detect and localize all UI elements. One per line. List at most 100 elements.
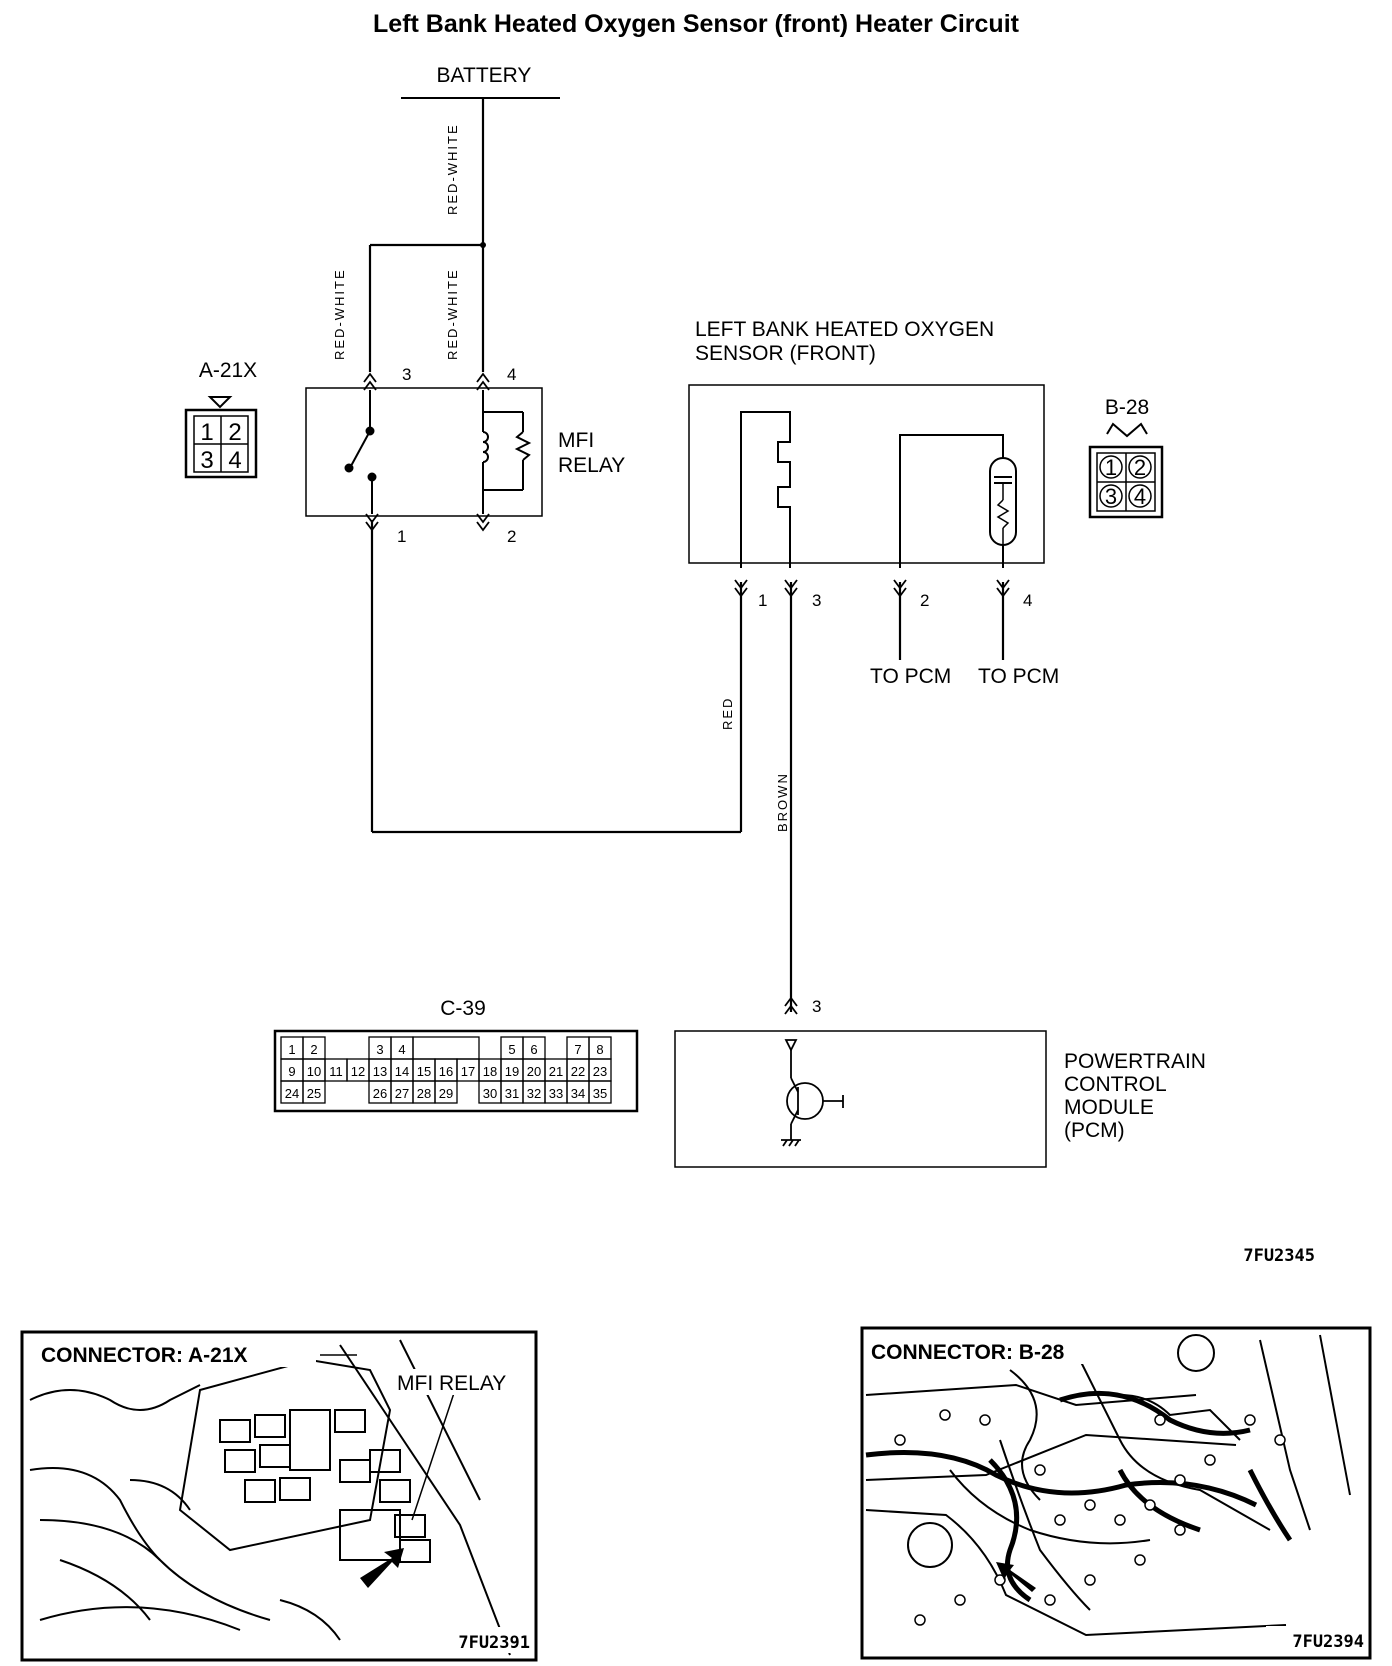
connector-key-icon — [207, 396, 233, 409]
relay-terminal-marks — [363, 372, 490, 532]
relay-switch — [344, 390, 377, 514]
junction-dot — [480, 242, 486, 248]
photo-right-title: CONNECTOR: B-28 — [871, 1341, 1065, 1364]
to-pcm-label: TO PCM — [978, 665, 1059, 688]
pcm-cell: 16 — [439, 1064, 453, 1079]
relay-name-line2: RELAY — [558, 454, 625, 477]
arrow-icon — [360, 1548, 404, 1588]
pcm-box — [674, 1030, 1047, 1168]
pcm-connector-gap — [412, 1036, 480, 1060]
pcm-name-line4: (PCM) — [1064, 1119, 1125, 1142]
pcm-cell-frame — [302, 1080, 326, 1104]
relay-box — [305, 387, 543, 517]
wire-label-relay-pin3: RED-WHITE — [332, 268, 347, 360]
sensor-pin-2: 2 — [920, 591, 929, 610]
pcm-cell: 31 — [505, 1086, 519, 1101]
pcm-connector-id: C-39 — [440, 997, 486, 1020]
sensor-pin-1: 1 — [758, 591, 767, 610]
pcm-cell: 15 — [417, 1064, 431, 1079]
pcm-cell: 7 — [574, 1042, 581, 1057]
photo-right-code: 7FU2394 — [1292, 1632, 1364, 1652]
wire-label-sensor-pin3: BROWN — [775, 772, 790, 832]
pcm-cell: 18 — [483, 1064, 497, 1079]
transistor-icon — [781, 1039, 844, 1147]
sensor-pin-4: 4 — [1023, 591, 1032, 610]
relay-pin-2: 2 — [507, 527, 516, 546]
wire-label-sensor-pin1: RED — [720, 697, 735, 730]
pcm-name-line3: MODULE — [1064, 1096, 1154, 1119]
pcm-cell: 13 — [373, 1064, 387, 1079]
pcm-pin-3: 3 — [812, 997, 821, 1016]
pcm-cell: 22 — [571, 1064, 585, 1079]
pcm-cell: 4 — [398, 1042, 405, 1057]
page-title: Left Bank Heated Oxygen Sensor (front) H… — [373, 10, 1020, 38]
pcm-cell: 24 — [285, 1086, 299, 1101]
connector-key-icon — [1106, 422, 1148, 438]
to-pcm-label: TO PCM — [870, 665, 951, 688]
pcm-cell: 11 — [329, 1064, 343, 1079]
relay-cell: 1 — [200, 419, 213, 446]
pcm-cell: 25 — [307, 1086, 321, 1101]
arrow-icon — [996, 1562, 1036, 1592]
sensor-pin-3: 3 — [812, 591, 821, 610]
pcm-cell: 20 — [527, 1064, 541, 1079]
diagram-code: 7FU2345 — [1243, 1246, 1315, 1266]
relay-cell: 3 — [200, 447, 213, 474]
sensor-name-line1: LEFT BANK HEATED OXYGEN — [695, 318, 994, 341]
connector-photo-b28: CONNECTOR: B-28 7FU2394 — [860, 1326, 1372, 1660]
sensor-connector-id: B-28 — [1105, 396, 1149, 419]
sensor-cell: 2 — [1134, 455, 1146, 480]
pcm-cell: 17 — [461, 1064, 475, 1079]
pcm-name-line1: POWERTRAIN — [1064, 1050, 1206, 1073]
pcm-cell: 9 — [288, 1064, 295, 1079]
pcm-cell-frame — [588, 1080, 612, 1104]
pcm-cell: 30 — [483, 1086, 497, 1101]
pcm-cell: 2 — [310, 1042, 317, 1057]
pcm-cell: 29 — [439, 1086, 453, 1101]
pcm-cell: 33 — [549, 1086, 563, 1101]
pcm-terminal-mark — [784, 996, 798, 1015]
sensor-cell: 4 — [1134, 484, 1146, 509]
sensor-element-icon — [989, 457, 1017, 546]
relay-connector-face: 1 2 3 4 — [184, 408, 258, 479]
relay-connector-id: A-21X — [199, 359, 257, 382]
relay-pin-4: 4 — [507, 365, 516, 384]
connector-photo-a21x: CONNECTOR: A-21X MFI RELAY 7FU2391 — [20, 1330, 538, 1662]
pcm-cell: 14 — [395, 1064, 409, 1079]
wire-label-relay-pin4: RED-WHITE — [445, 268, 460, 360]
photo-left-code: 7FU2391 — [458, 1633, 530, 1653]
wire-label-battery: RED-WHITE — [445, 123, 460, 215]
relay-coil — [482, 390, 532, 514]
sensor-connector-face: 1 2 3 4 — [1088, 445, 1164, 519]
pcm-cell: 21 — [549, 1064, 563, 1079]
sensor-cell: 1 — [1105, 455, 1117, 480]
pcm-cell: 28 — [417, 1086, 431, 1101]
pcm-cell: 6 — [530, 1042, 537, 1057]
pcm-cell: 23 — [593, 1064, 607, 1079]
relay-pin-1: 1 — [397, 527, 406, 546]
sensor-heater-element — [740, 411, 1004, 568]
relay-pin-3: 3 — [402, 365, 411, 384]
pcm-cell: 12 — [351, 1064, 365, 1079]
relay-cell: 2 — [228, 419, 241, 446]
pcm-cell: 34 — [571, 1086, 585, 1101]
pcm-cell: 35 — [593, 1086, 607, 1101]
pcm-name-line2: CONTROL — [1064, 1073, 1167, 1096]
battery-label: BATTERY — [437, 64, 532, 87]
pcm-cell: 10 — [307, 1064, 321, 1079]
pcm-cell: 8 — [596, 1042, 603, 1057]
photo-left-callout: MFI RELAY — [397, 1372, 506, 1395]
wires — [368, 98, 1005, 1012]
sensor-box — [688, 384, 1045, 564]
sensor-name-line2: SENSOR (FRONT) — [695, 342, 876, 365]
pcm-cell: 26 — [373, 1086, 387, 1101]
pcm-cell: 1 — [288, 1042, 295, 1057]
photo-left-title: CONNECTOR: A-21X — [41, 1344, 248, 1367]
pcm-cell: 32 — [527, 1086, 541, 1101]
pcm-cell: 19 — [505, 1064, 519, 1079]
relay-name-line1: MFI — [558, 429, 594, 452]
pcm-cell: 5 — [508, 1042, 515, 1057]
sensor-cell: 3 — [1105, 484, 1117, 509]
